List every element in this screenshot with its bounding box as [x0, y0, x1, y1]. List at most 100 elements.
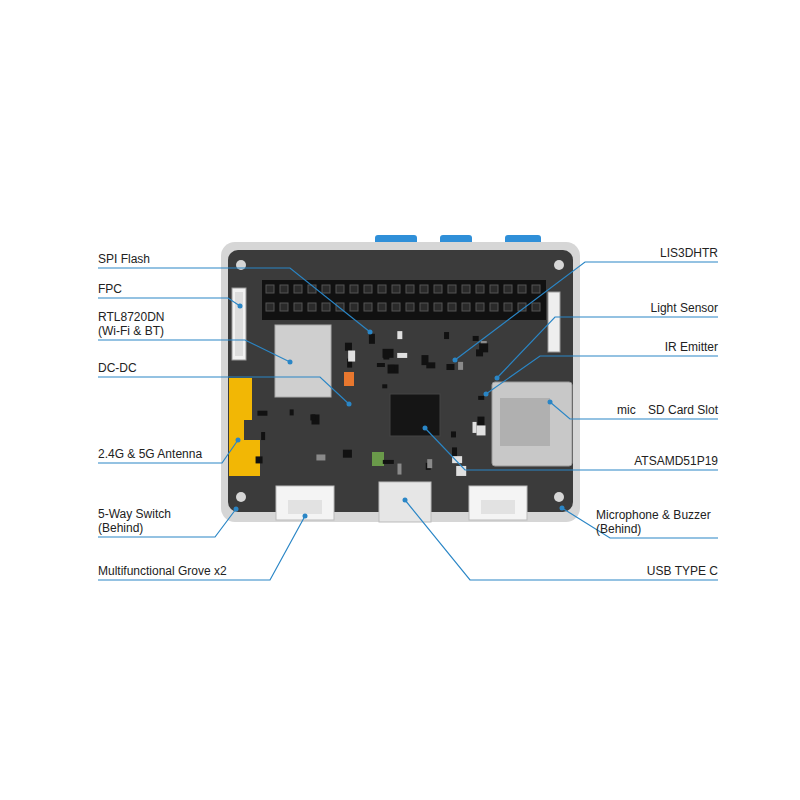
leader-line: [98, 298, 240, 306]
header-pin: [490, 303, 498, 311]
grove-connector: [276, 486, 334, 520]
part-label: SPI Flash: [98, 252, 150, 266]
smd-part: [473, 422, 477, 433]
smd-part: [397, 353, 407, 358]
header-pin: [392, 285, 400, 293]
header-pin: [322, 303, 330, 311]
mount-hole: [554, 492, 564, 502]
part-label: FPC: [98, 282, 122, 296]
header-pin: [280, 285, 288, 293]
smd-part: [261, 432, 265, 440]
header-pin: [476, 303, 484, 311]
smd-part: [377, 363, 385, 367]
header-pin: [350, 303, 358, 311]
smd-part: [446, 364, 454, 370]
smd-part: [256, 456, 263, 463]
smd-part: [383, 349, 394, 358]
part-label: LIS3DHTR: [660, 246, 718, 260]
smd-part: [382, 384, 387, 388]
smd-part: [426, 362, 435, 368]
leader-line: [98, 377, 349, 404]
smd-part: [316, 454, 325, 460]
header-pin: [336, 285, 344, 293]
smd-part: [458, 362, 463, 370]
part-label: 2.4G & 5G Antenna: [98, 447, 202, 461]
part-label: Multifunctional Grove x2: [98, 564, 227, 578]
header-pin: [294, 285, 302, 293]
pin-header: [262, 280, 546, 320]
header-pin: [294, 303, 302, 311]
sd-slot: [492, 382, 572, 466]
header-pin: [448, 285, 456, 293]
grove-connector: [469, 486, 527, 520]
smd-part: [397, 464, 401, 475]
smd-part: [369, 334, 375, 344]
header-pin: [364, 285, 372, 293]
part-label: ATSAMD51P19: [634, 454, 718, 468]
header-pin: [406, 285, 414, 293]
header-pin: [518, 285, 526, 293]
part-label: mic: [617, 403, 636, 417]
smd-part: [452, 447, 457, 457]
mount-hole: [236, 492, 246, 502]
pcb: [228, 250, 573, 512]
fpc-slot: [235, 292, 243, 356]
dc-dc-part: [344, 372, 354, 386]
header-pin: [504, 285, 512, 293]
header-pin: [266, 303, 274, 311]
header-pin: [420, 303, 428, 311]
smd-part: [390, 365, 394, 372]
part-label: RTL8720DN (Wi-Fi & BT): [98, 310, 186, 338]
part-label: SD Card Slot: [648, 403, 718, 417]
smd-part: [257, 411, 267, 416]
header-pin: [532, 285, 540, 293]
header-pin: [462, 285, 470, 293]
header-pin: [378, 303, 386, 311]
smd-part: [345, 343, 352, 351]
housing: [221, 242, 580, 522]
smd-part: [476, 349, 483, 356]
wifi-module: [275, 325, 331, 397]
header-pin: [420, 285, 428, 293]
leader-line: [497, 317, 718, 378]
header-pin: [350, 285, 358, 293]
header-pin: [532, 303, 540, 311]
header-pin: [462, 303, 470, 311]
part-label: IR Emitter: [665, 340, 718, 354]
mount-hole: [554, 260, 564, 270]
header-pin: [434, 303, 442, 311]
header-pin: [308, 303, 316, 311]
part-label: DC-DC: [98, 361, 137, 375]
smd-components: [256, 331, 489, 476]
leader-line: [486, 356, 718, 394]
smd-part: [473, 336, 479, 341]
smd-part: [451, 431, 456, 437]
header-pin: [434, 285, 442, 293]
smd-part: [310, 414, 315, 420]
smd-part: [388, 365, 399, 374]
part-label: Light Sensor: [651, 301, 718, 315]
smd-part: [478, 396, 484, 400]
component: [372, 452, 384, 466]
header-pin: [280, 303, 288, 311]
smd-part: [383, 460, 394, 464]
header-pin: [266, 285, 274, 293]
smd-part: [397, 331, 402, 339]
smd-part: [477, 425, 486, 435]
leader-line: [425, 428, 718, 470]
leader-line: [550, 402, 718, 419]
smd-part: [456, 466, 466, 476]
header-pins: [266, 285, 540, 311]
header-pin: [406, 303, 414, 311]
sd-slot-inner: [500, 398, 550, 446]
usb-c-port: [379, 482, 431, 522]
leader-line: [98, 340, 290, 362]
leader-dots: [234, 304, 565, 519]
part-label: 5-Way Switch (Behind): [98, 507, 186, 535]
header-pin: [490, 285, 498, 293]
smd-part: [348, 351, 355, 362]
header-pin: [476, 285, 484, 293]
header-pin: [504, 303, 512, 311]
